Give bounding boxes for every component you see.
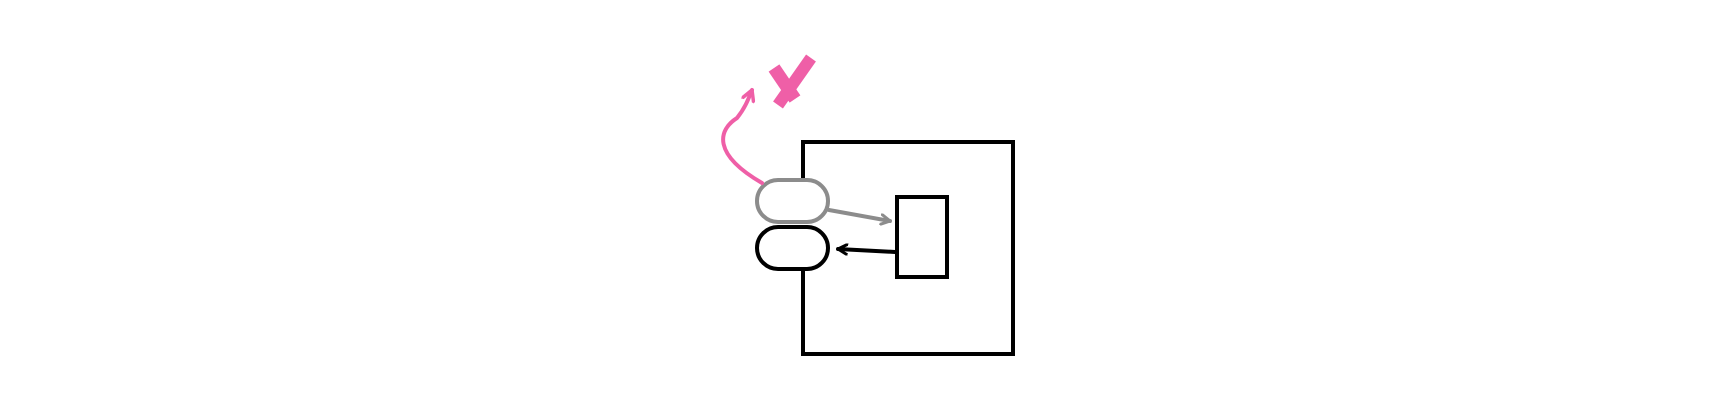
outer-box bbox=[801, 140, 1015, 356]
port-lower bbox=[755, 225, 830, 271]
inner-box bbox=[895, 195, 949, 279]
arrow-port-to-box bbox=[827, 208, 892, 221]
x-mark-icon bbox=[768, 54, 816, 109]
port-upper bbox=[755, 178, 830, 224]
arrow-port-to-cross bbox=[721, 88, 764, 185]
arrow-box-to-port bbox=[836, 249, 897, 252]
